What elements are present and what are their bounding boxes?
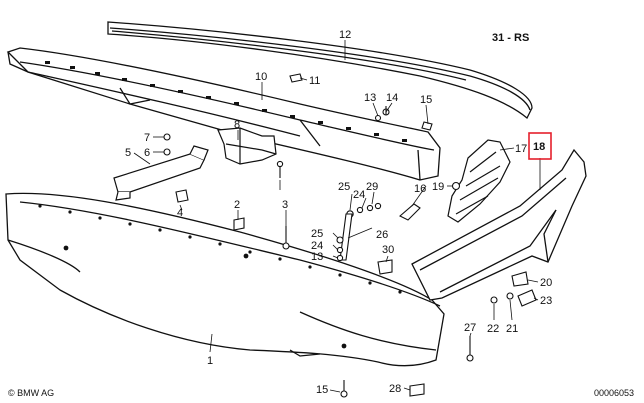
label-part-28: 28 xyxy=(389,383,401,395)
trim-strip-part xyxy=(107,21,533,120)
label-part-1: 1 xyxy=(207,355,213,367)
label-part-15-upper: 15 xyxy=(420,94,432,106)
document-id: 00006053 xyxy=(594,388,634,398)
part-18-highlight-box xyxy=(528,132,552,160)
label-part-13-upper: 13 xyxy=(364,92,376,104)
label-part-18: 18 xyxy=(533,141,545,153)
label-part-15-lower: 15 xyxy=(316,384,328,396)
left-bracket-part xyxy=(113,145,209,201)
label-part-4: 4 xyxy=(177,207,183,219)
label-part-10: 10 xyxy=(255,71,267,83)
reference-code: 31 - RS xyxy=(492,32,529,44)
label-part-6: 6 xyxy=(144,147,150,159)
label-part-23: 23 xyxy=(540,295,552,307)
label-part-29: 29 xyxy=(366,181,378,193)
copyright-notice: © BMW AG xyxy=(8,388,54,398)
label-part-22: 22 xyxy=(487,323,499,335)
lower-apron-part xyxy=(5,192,445,367)
support-bar-slots xyxy=(45,61,407,142)
label-part-30: 30 xyxy=(382,244,394,256)
label-part-17: 17 xyxy=(515,143,527,155)
label-part-26: 26 xyxy=(376,229,388,241)
part-number-labels: 12 10 11 13 14 15 8 7 6 5 4 2 3 25 24 29… xyxy=(125,29,552,396)
label-part-8: 8 xyxy=(234,119,240,131)
label-part-27: 27 xyxy=(464,322,476,334)
label-part-19: 19 xyxy=(432,181,444,193)
label-part-16: 16 xyxy=(414,183,426,195)
label-part-2: 2 xyxy=(234,199,240,211)
leader-lines xyxy=(133,40,541,393)
label-part-25-lower: 25 xyxy=(311,228,323,240)
label-part-3: 3 xyxy=(282,199,288,211)
side-bracket-part xyxy=(447,139,511,223)
label-part-25-upper: 25 xyxy=(338,181,350,193)
label-part-7: 7 xyxy=(144,132,150,144)
label-part-5: 5 xyxy=(125,147,131,159)
label-part-20: 20 xyxy=(540,277,552,289)
label-part-24-upper: 24 xyxy=(353,189,365,201)
label-part-24-lower: 24 xyxy=(311,240,323,252)
bumper-support-part xyxy=(6,47,441,181)
label-part-13-lower: 13 xyxy=(311,251,323,263)
hardware-fasteners xyxy=(163,73,537,398)
label-part-12: 12 xyxy=(339,29,351,41)
label-part-21: 21 xyxy=(506,323,518,335)
label-part-14: 14 xyxy=(386,92,398,104)
bracket-part xyxy=(217,127,277,165)
bumper-end-cap-part xyxy=(411,148,587,301)
apron-holes xyxy=(38,204,402,349)
label-part-11: 11 xyxy=(309,75,320,87)
